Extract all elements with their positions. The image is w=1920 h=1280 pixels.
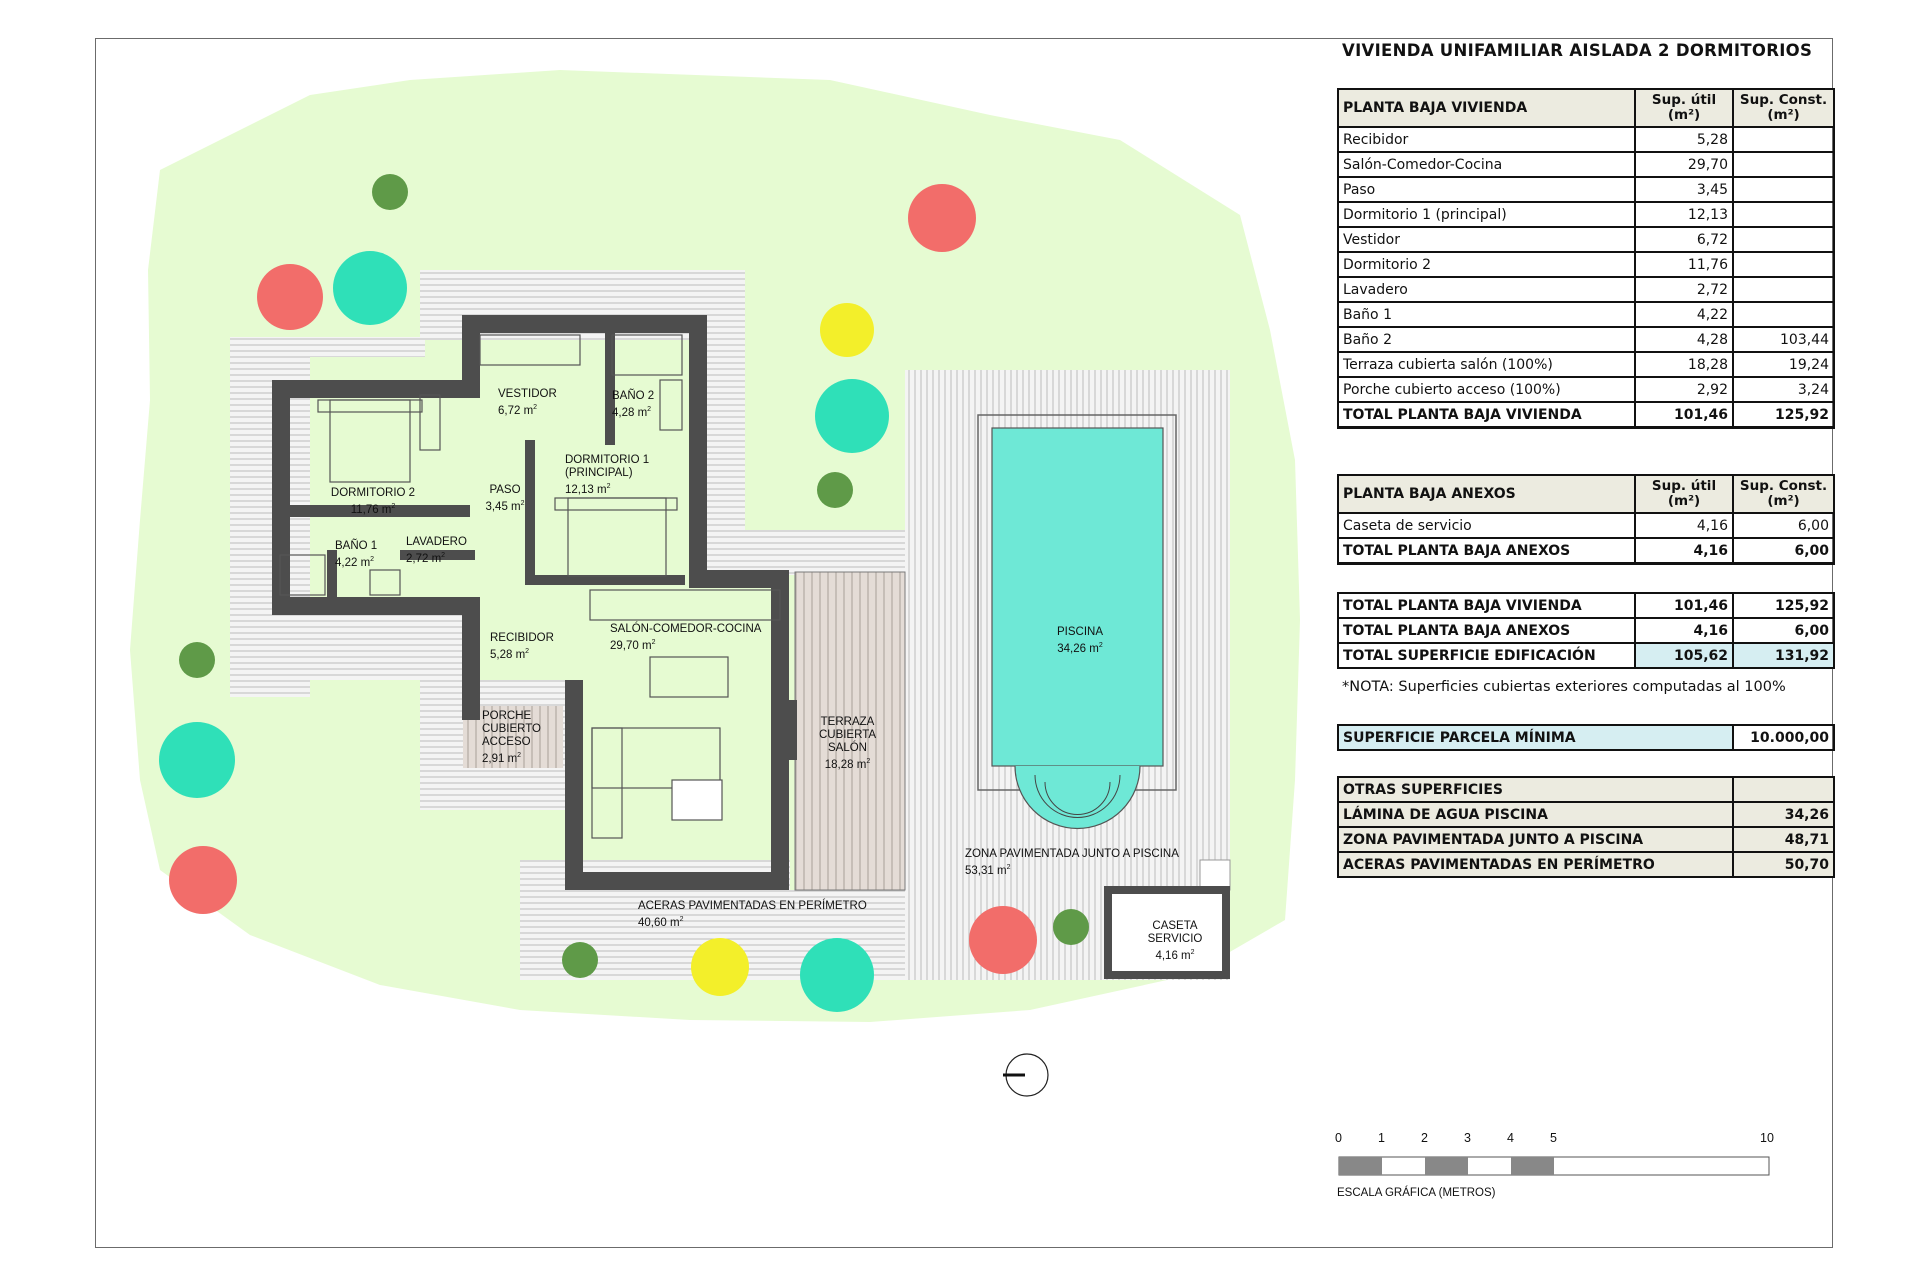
table-planta-baja-anexos: PLANTA BAJA ANEXOS Sup. útil (m²) Sup. C… — [1337, 474, 1835, 565]
scale-tick: 0 — [1335, 1131, 1342, 1145]
scale-tick: 2 — [1421, 1131, 1428, 1145]
header-sup-const: Sup. Const. (m²) — [1732, 88, 1835, 128]
scale-tick: 5 — [1550, 1131, 1557, 1145]
scale-tick: 4 — [1507, 1131, 1514, 1145]
note-text: *NOTA: Superficies cubiertas exteriores … — [1342, 679, 1786, 695]
room-label-dormitorio-1: DORMITORIO 1 (PRINCIPAL)12,13 m2 — [565, 454, 650, 496]
scale-caption: ESCALA GRÁFICA (METROS) — [1337, 1187, 1496, 1199]
scale-tick: 1 — [1378, 1131, 1385, 1145]
scale-tick: 10 — [1760, 1131, 1774, 1145]
scale-tick: 3 — [1464, 1131, 1471, 1145]
graphic-scale-bar — [1338, 1156, 1770, 1176]
north-arrow-icon — [1003, 1053, 1049, 1097]
table-planta-baja-vivienda: PLANTA BAJA VIVIENDA Sup. útil (m²) Sup.… — [1337, 88, 1835, 429]
table-row: Dormitorio 1 (principal)12,13 — [1337, 201, 1835, 228]
covered-terrace — [794, 571, 906, 891]
service-shed — [1104, 886, 1230, 979]
sheet-title: VIVIENDA UNIFAMILIAR AISLADA 2 DORMITORI… — [1342, 41, 1813, 60]
garden-trees — [159, 174, 1089, 1012]
swimming-pool — [977, 414, 1177, 830]
furniture — [279, 334, 781, 839]
house-walls — [272, 315, 797, 890]
header-sup-util: Sup. útil (m²) — [1634, 88, 1734, 128]
header-label: PLANTA BAJA VIVIENDA — [1337, 88, 1636, 128]
table-otras-superficies: OTRAS SUPERFICIES LÁMINA DE AGUA PISCINA… — [1337, 776, 1835, 878]
